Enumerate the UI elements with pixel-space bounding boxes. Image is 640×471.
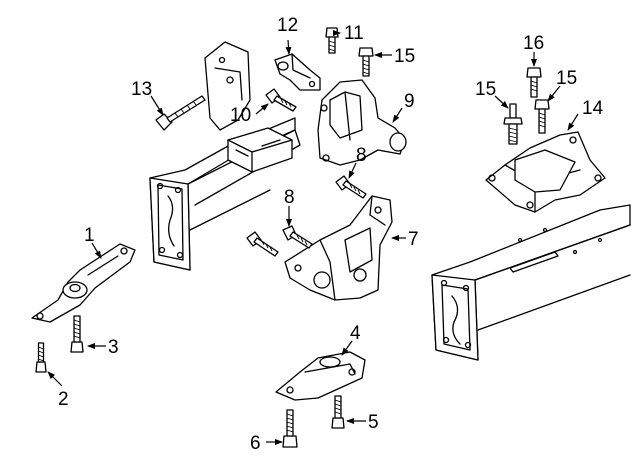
- part-7-bracket: [284, 195, 393, 301]
- leader-lines: [47, 30, 579, 445]
- bolt-15-b: [503, 103, 523, 145]
- callout-8-top: 8: [356, 145, 367, 166]
- callout-8-left: 8: [284, 187, 295, 208]
- right-subframe: [431, 204, 631, 361]
- callout-15-c: 15: [556, 68, 577, 89]
- callout-5: 5: [368, 412, 379, 433]
- part-9-engine-mount: [317, 79, 407, 166]
- part-1-lower-mount: [31, 243, 136, 323]
- callout-7: 7: [408, 229, 419, 250]
- bolt-2: [35, 342, 47, 373]
- bolt-8-c: [282, 225, 313, 249]
- callout-2: 2: [58, 389, 69, 410]
- callout-3: 3: [108, 337, 119, 358]
- bolt-6: [282, 409, 298, 448]
- callout-10: 10: [230, 105, 251, 126]
- callout-1: 1: [84, 225, 95, 246]
- bolt-15-c: [534, 99, 550, 134]
- callout-14: 14: [582, 98, 604, 119]
- part-12-clamp: [274, 53, 321, 91]
- callout-15-b: 15: [475, 79, 496, 100]
- bolt-5: [331, 395, 345, 429]
- bolt-8-b: [246, 231, 279, 257]
- callout-4: 4: [350, 323, 361, 344]
- bolt-3: [70, 315, 84, 353]
- bolt-10: [265, 88, 297, 112]
- part-4-lower-mount: [275, 351, 366, 401]
- callout-labels: 1 2 3 4 5 6 7 8 8 9 10 11 12 13 14 15 15…: [58, 15, 604, 454]
- callout-13: 13: [131, 79, 152, 100]
- bolt-8-a: [335, 175, 367, 199]
- callout-9: 9: [404, 91, 415, 112]
- callout-16: 16: [523, 33, 544, 54]
- part-14-transmission-mount: [485, 131, 606, 213]
- bolt-15-a: [358, 47, 374, 77]
- left-subframe: [149, 41, 301, 271]
- bolt-11: [325, 27, 339, 54]
- callout-12: 12: [277, 15, 298, 36]
- callout-6: 6: [250, 433, 261, 454]
- callout-11: 11: [344, 23, 364, 44]
- callout-15-a: 15: [394, 46, 415, 67]
- bolt-13: [155, 95, 206, 131]
- bolt-16: [526, 67, 542, 98]
